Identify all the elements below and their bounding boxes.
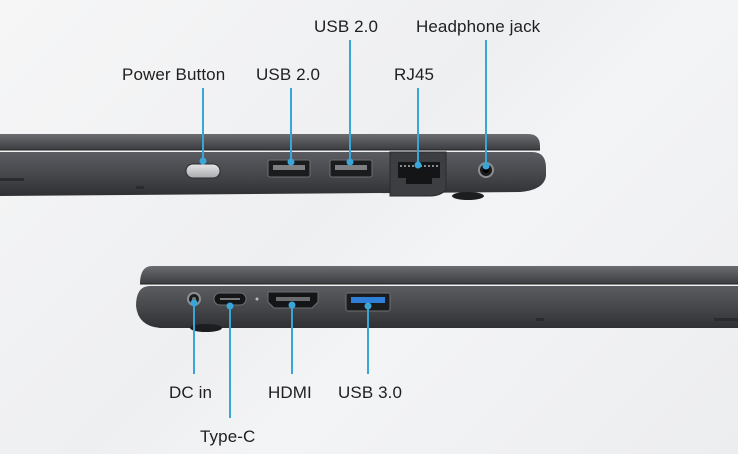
indicator-light-icon — [255, 297, 259, 301]
hdmi-port-icon — [267, 291, 319, 309]
top-callout-lines — [199, 40, 490, 170]
rj45-label: RJ45 — [394, 65, 435, 84]
hdmi-label: HDMI — [268, 383, 312, 402]
dc-in-label: DC in — [169, 383, 213, 402]
usb-3-label: USB 3.0 — [338, 383, 403, 402]
usb-2-label: USB 2.0 — [256, 65, 321, 84]
usb-2-label: USB 2.0 — [314, 17, 379, 36]
type-c-label: Type-C — [200, 427, 256, 446]
power-button-icon — [185, 163, 221, 179]
bottom-laptop-side — [136, 266, 738, 332]
bottom-callout-lines — [190, 299, 372, 418]
headphone-jack-label: Headphone jack — [416, 17, 541, 36]
power-button-label: Power Button — [122, 65, 226, 84]
ethernet-port-icon — [389, 151, 447, 197]
